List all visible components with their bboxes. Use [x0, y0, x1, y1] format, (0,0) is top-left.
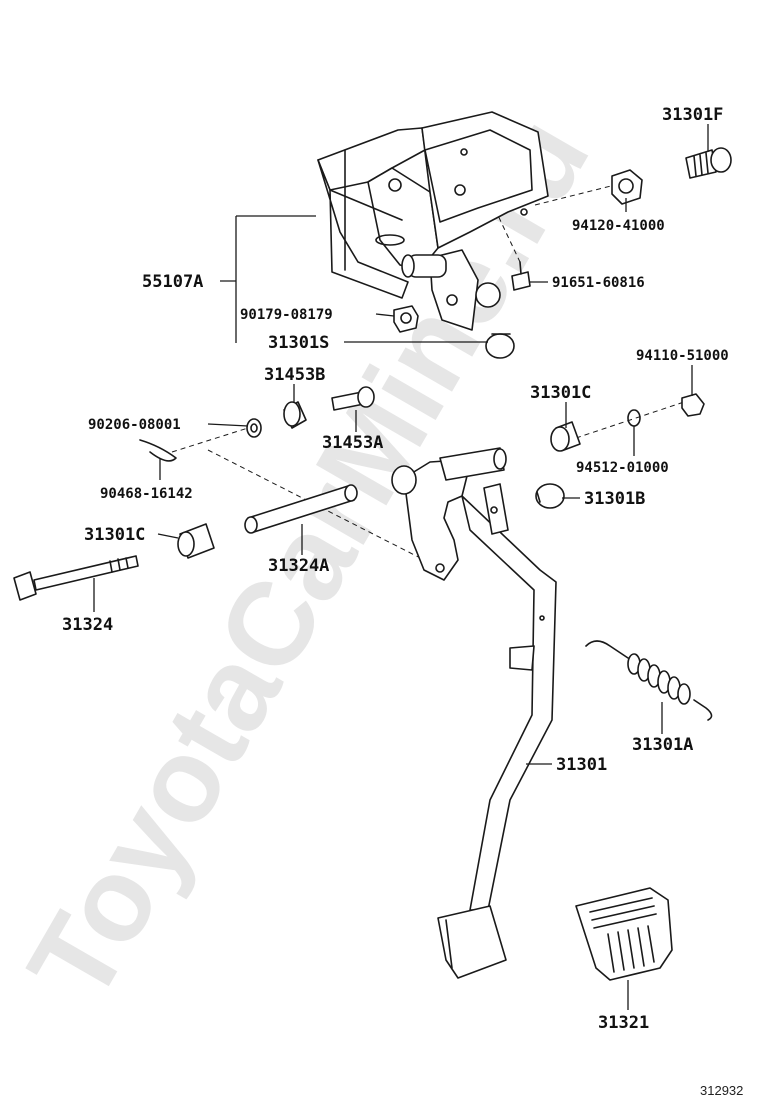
- label-31453b: 31453B: [264, 365, 325, 385]
- label-94512-01000: 94512-01000: [576, 460, 669, 476]
- brake-pedal-arm-31301[interactable]: [391, 447, 557, 979]
- label-91651-60816: 91651-60816: [552, 275, 645, 291]
- washer-90206-08001[interactable]: [246, 418, 262, 438]
- nut-94110-51000[interactable]: [681, 393, 705, 417]
- pedal-pad-31321[interactable]: [575, 887, 673, 981]
- return-spring-31301a[interactable]: [585, 640, 713, 721]
- diagram-reference-number: 312932: [700, 1083, 743, 1098]
- bushing-31301c-left[interactable]: [177, 523, 215, 559]
- label-31301b: 31301B: [584, 489, 645, 509]
- cushion-31301b[interactable]: [535, 483, 565, 509]
- collar-31453b[interactable]: [283, 401, 307, 429]
- bolt-31324[interactable]: [13, 555, 139, 601]
- sleeve-31324a[interactable]: [244, 484, 358, 534]
- label-31301s: 31301S: [268, 333, 329, 353]
- label-90179-08179: 90179-08179: [240, 307, 333, 323]
- label-31453a: 31453A: [322, 433, 383, 453]
- leader-lines: [93, 124, 709, 1010]
- label-94110-51000: 94110-51000: [636, 348, 729, 364]
- washer-94512-01000[interactable]: [627, 409, 641, 427]
- nut-90179-08179[interactable]: [393, 305, 419, 333]
- label-55107a: 55107A: [142, 272, 203, 292]
- label-90468-16142: 90468-16142: [100, 486, 193, 502]
- label-31301c-left: 31301C: [84, 525, 145, 545]
- label-31301f: 31301F: [662, 105, 723, 125]
- label-31324: 31324: [62, 615, 113, 635]
- pin-31453a[interactable]: [331, 386, 375, 411]
- cushion-31301s[interactable]: [485, 333, 515, 359]
- bushing-31301c-right[interactable]: [550, 421, 581, 452]
- label-94120-41000: 94120-41000: [572, 218, 665, 234]
- pedal-bracket-55107a[interactable]: [317, 111, 549, 331]
- label-90206-08001: 90206-08001: [88, 417, 181, 433]
- clip-90468-16142[interactable]: [139, 439, 177, 462]
- bolt-91651-60816[interactable]: [511, 261, 531, 291]
- label-31301: 31301: [556, 755, 607, 775]
- stopper-bolt-31301f[interactable]: [685, 147, 732, 179]
- nut-94120-41000[interactable]: [611, 169, 643, 205]
- label-31301a: 31301A: [632, 735, 693, 755]
- label-31324a: 31324A: [268, 556, 329, 576]
- label-31301c-top: 31301C: [530, 383, 591, 403]
- label-31321: 31321: [598, 1013, 649, 1033]
